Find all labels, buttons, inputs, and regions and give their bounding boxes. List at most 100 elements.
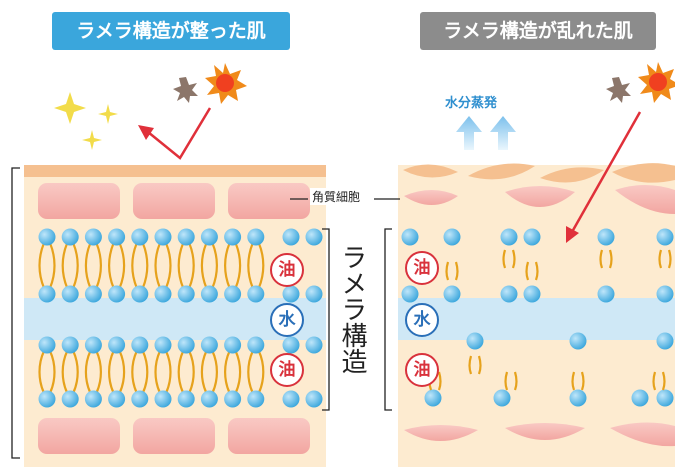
lipid-head [177,285,195,303]
lipid-head [424,389,442,407]
lipid-head [200,285,218,303]
lipid-head [401,228,419,246]
lipid-molecule [131,336,149,408]
lipid-head [656,389,674,407]
lipid-molecule [247,228,265,303]
lipid-molecule [61,336,79,408]
oil-badge: 油 [270,353,304,387]
skin-bracket [11,167,20,459]
lipid-head [177,390,195,408]
lipid-molecule [200,336,218,408]
lipid-head [108,390,126,408]
lipid-head [523,228,541,246]
corneocyte-cell [228,183,310,219]
lipid-head [38,336,56,354]
flake [403,164,458,178]
disrupted-lipids [401,228,674,407]
water-badge: 水 [405,303,439,337]
skin-surface-layer [24,165,326,177]
lipid-head [224,390,242,408]
lipid-head [500,285,518,303]
arrowhead [566,226,579,243]
corneocyte-cell [133,183,215,219]
lipid-head [282,285,300,303]
lipid-head [108,285,126,303]
lipid-head [131,285,149,303]
lipid-molecule [131,228,149,303]
lipid-head [84,336,102,354]
flake [612,163,675,183]
lipid-head [247,228,265,246]
lipid-head [84,390,102,408]
lipid-molecule [177,336,195,408]
lipid-head [656,332,674,350]
lipid-molecule [224,228,242,303]
lipid-head [224,285,242,303]
oil-badge: 油 [405,353,439,387]
lipid-head [200,228,218,246]
corneocyte-cell [133,418,215,454]
lipid-molecule [154,228,172,303]
sparkle-icon [54,92,118,150]
lipid-molecule [61,228,79,303]
corneocyte-cell [38,418,120,454]
title-right-damaged-skin: ラメラ構造が乱れた肌 [420,12,656,50]
sun-icon [205,63,247,104]
lipid-head [247,390,265,408]
lipid-molecule [108,228,126,303]
lipid-molecule [108,336,126,408]
water-badge: 水 [270,303,304,337]
lipid-head [154,336,172,354]
lipid-head [61,336,79,354]
lipid-molecule [247,336,265,408]
lipid-head [493,389,511,407]
lipid-head [61,285,79,303]
lipid-head [305,285,323,303]
lipid-molecule [224,336,242,408]
corneocyte-cell [404,190,458,205]
lipid-head [131,228,149,246]
corneocyte-cell [505,186,575,207]
lipid-molecule [84,228,102,303]
reflect-arrow [147,107,212,160]
sun-icon [638,62,675,103]
right-panel [398,163,675,467]
water-evaporation-label: 水分蒸発 [445,96,498,111]
arrowhead [138,125,154,140]
lipid-head [224,336,242,354]
lipid-bilayers [38,228,323,408]
lipid-head [500,228,518,246]
lipid-head [154,228,172,246]
evaporation-arrow [456,116,516,150]
corneocyte-label: 角質細胞 [310,188,363,205]
lipid-head [282,336,300,354]
lipid-head [177,336,195,354]
lipid-head [131,336,149,354]
lamellar-bracket-right [384,228,392,411]
lipid-head [569,389,587,407]
lipid-head [631,389,649,407]
lipid-head [401,285,419,303]
lipid-head [61,228,79,246]
star-icon [606,77,631,103]
lipid-head [84,285,102,303]
title-left-healthy-skin: ラメラ構造が整った肌 [52,12,290,50]
lipid-head [84,228,102,246]
lipid-head [597,285,615,303]
lipid-head [224,228,242,246]
lamellar-bracket-left [322,228,330,411]
lipid-molecule [38,336,56,408]
flake [468,163,535,180]
lipid-head [154,390,172,408]
lipid-molecule [200,228,218,303]
lipid-molecule [84,336,102,408]
lipid-head [466,332,484,350]
lipid-head [282,390,300,408]
lipid-head [305,228,323,246]
corneocyte-cell [38,183,120,219]
lipid-head [282,228,300,246]
lipid-head [200,336,218,354]
oil-badge: 油 [270,253,304,287]
lipid-head [108,336,126,354]
lipid-head [443,228,461,246]
